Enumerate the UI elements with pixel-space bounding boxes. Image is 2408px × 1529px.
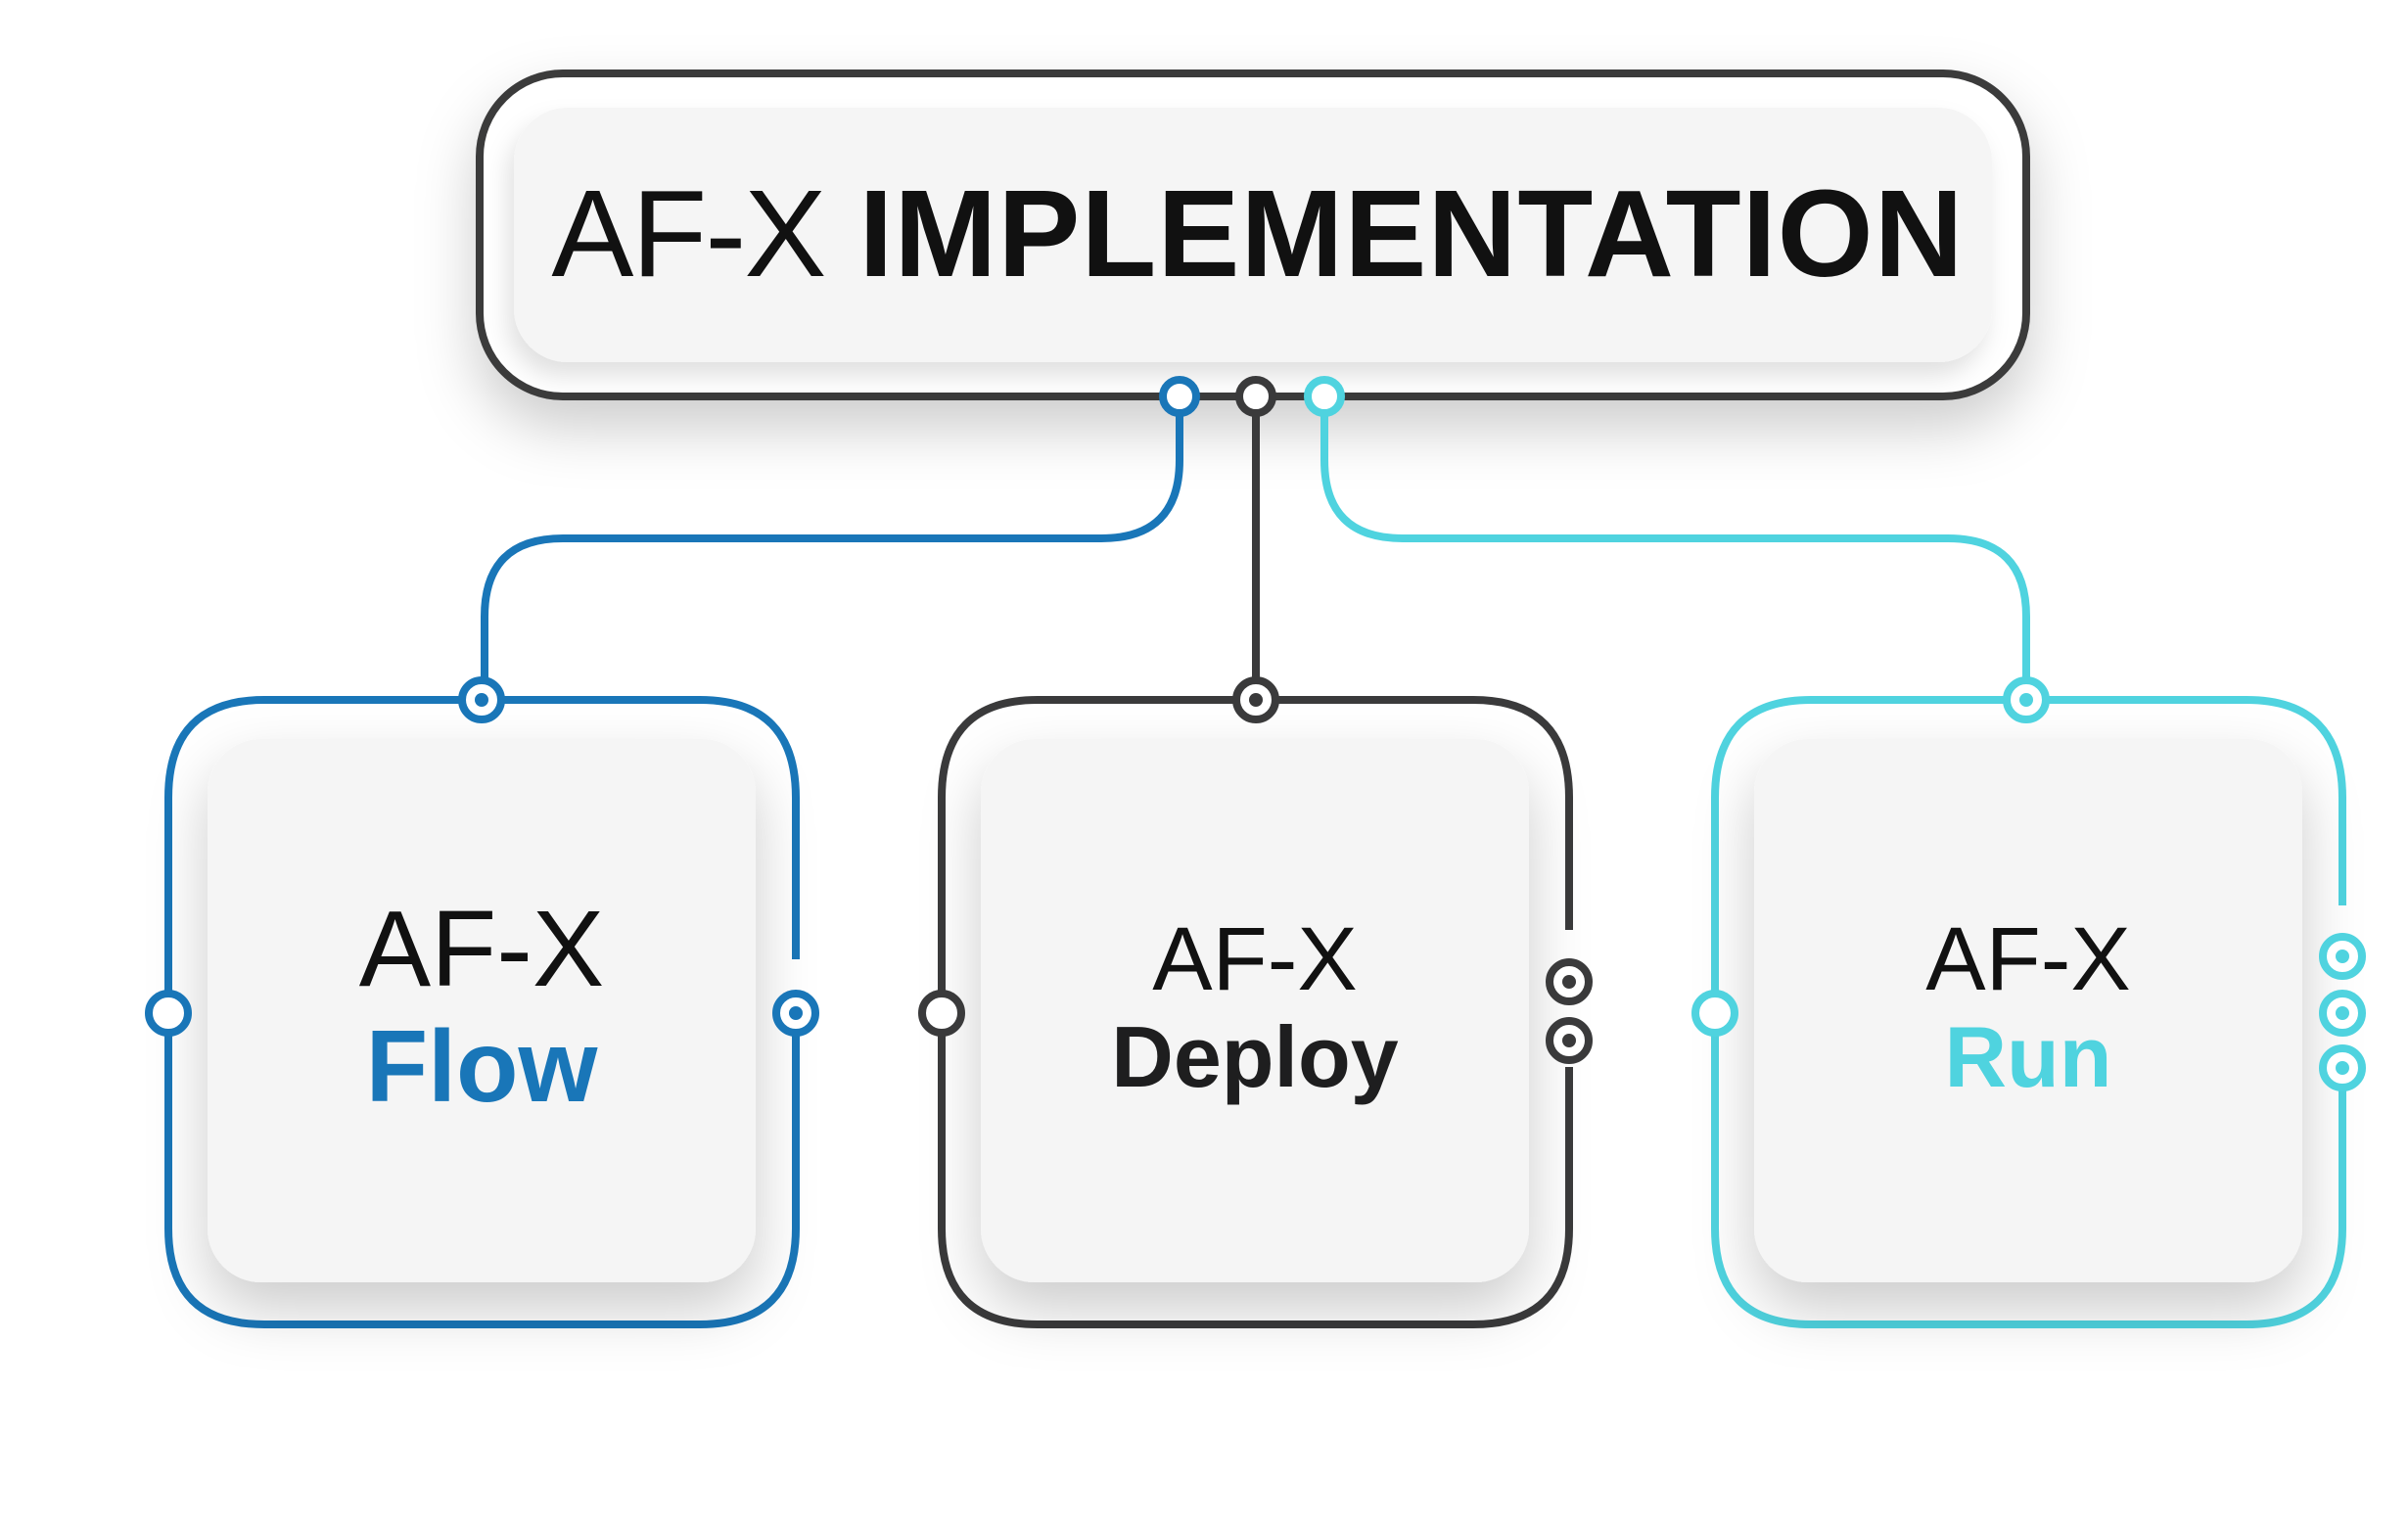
box-deploy-top-node-dot (1249, 693, 1263, 707)
box-run-right-node-3-dot (2336, 1061, 2349, 1075)
box-run-right-node-1-dot (2336, 950, 2349, 963)
connector-flow (481, 393, 1183, 684)
title-nodes (1159, 376, 1345, 417)
title-node-run (1304, 376, 1345, 417)
box-flow-name: Flow (365, 1010, 598, 1124)
box-flow-prefix: AF-X (358, 889, 605, 1009)
title-box-card (514, 108, 1992, 362)
box-deploy-right-node-2-dot (1562, 1034, 1576, 1047)
box-run-name: Run (1944, 1008, 2112, 1105)
diagram-title: AF-X IMPLEMENTATION (475, 161, 2041, 307)
box-run-card (1754, 739, 2302, 1282)
box-flow-card (208, 739, 756, 1282)
title-box (476, 70, 2030, 400)
connector-run (1320, 393, 2030, 684)
box-run-top-node-dot (2019, 693, 2033, 707)
box-run-prefix: AF-X (1925, 909, 2131, 1009)
box-deploy-left-node (918, 990, 965, 1037)
title-main: IMPLEMENTATION (858, 164, 1965, 302)
title-node-flow (1159, 376, 1200, 417)
box-flow-left-node (145, 990, 192, 1037)
box-deploy-prefix: AF-X (1152, 909, 1358, 1009)
box-run-right-node-2-dot (2336, 1006, 2349, 1020)
box-flow (145, 676, 819, 1328)
connectors (481, 393, 2030, 684)
box-run (1691, 676, 2366, 1328)
box-deploy-right-node-1-dot (1562, 975, 1576, 989)
title-prefix: AF-X (551, 164, 826, 302)
box-flow-top-node-dot (475, 693, 488, 707)
title-node-deploy (1235, 376, 1276, 417)
box-flow-right-node-dot (789, 1006, 803, 1020)
box-deploy-name: Deploy (1111, 1008, 1399, 1105)
box-deploy (918, 676, 1593, 1328)
box-run-left-node (1691, 990, 1738, 1037)
box-deploy-card (981, 739, 1529, 1282)
